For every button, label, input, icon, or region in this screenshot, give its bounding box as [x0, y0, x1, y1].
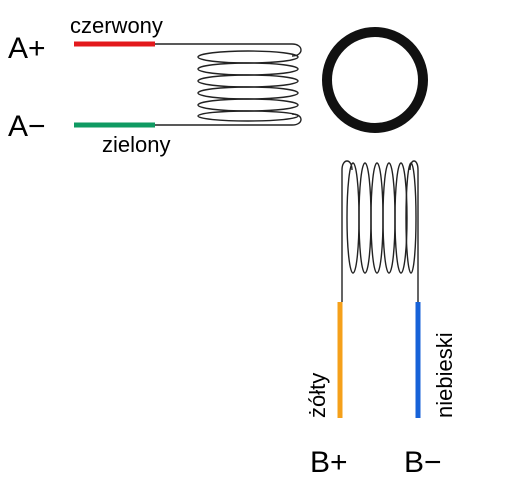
terminal-a-minus-label: A−: [8, 110, 46, 143]
yellow-wire-label: żółty: [305, 373, 330, 418]
green-wire-label: zielony: [102, 132, 170, 157]
rotor-magnet-icon: [322, 27, 428, 133]
terminal-b-minus-label: B−: [404, 446, 442, 479]
red-wire-label: czerwony: [70, 13, 163, 38]
coil-a-icon: [197, 43, 302, 126]
coil-b-icon: [341, 160, 419, 302]
terminal-a-plus-label: A+: [8, 32, 46, 65]
blue-wire-label: niebieski: [432, 332, 457, 418]
terminal-b-plus-label: B+: [310, 446, 348, 479]
